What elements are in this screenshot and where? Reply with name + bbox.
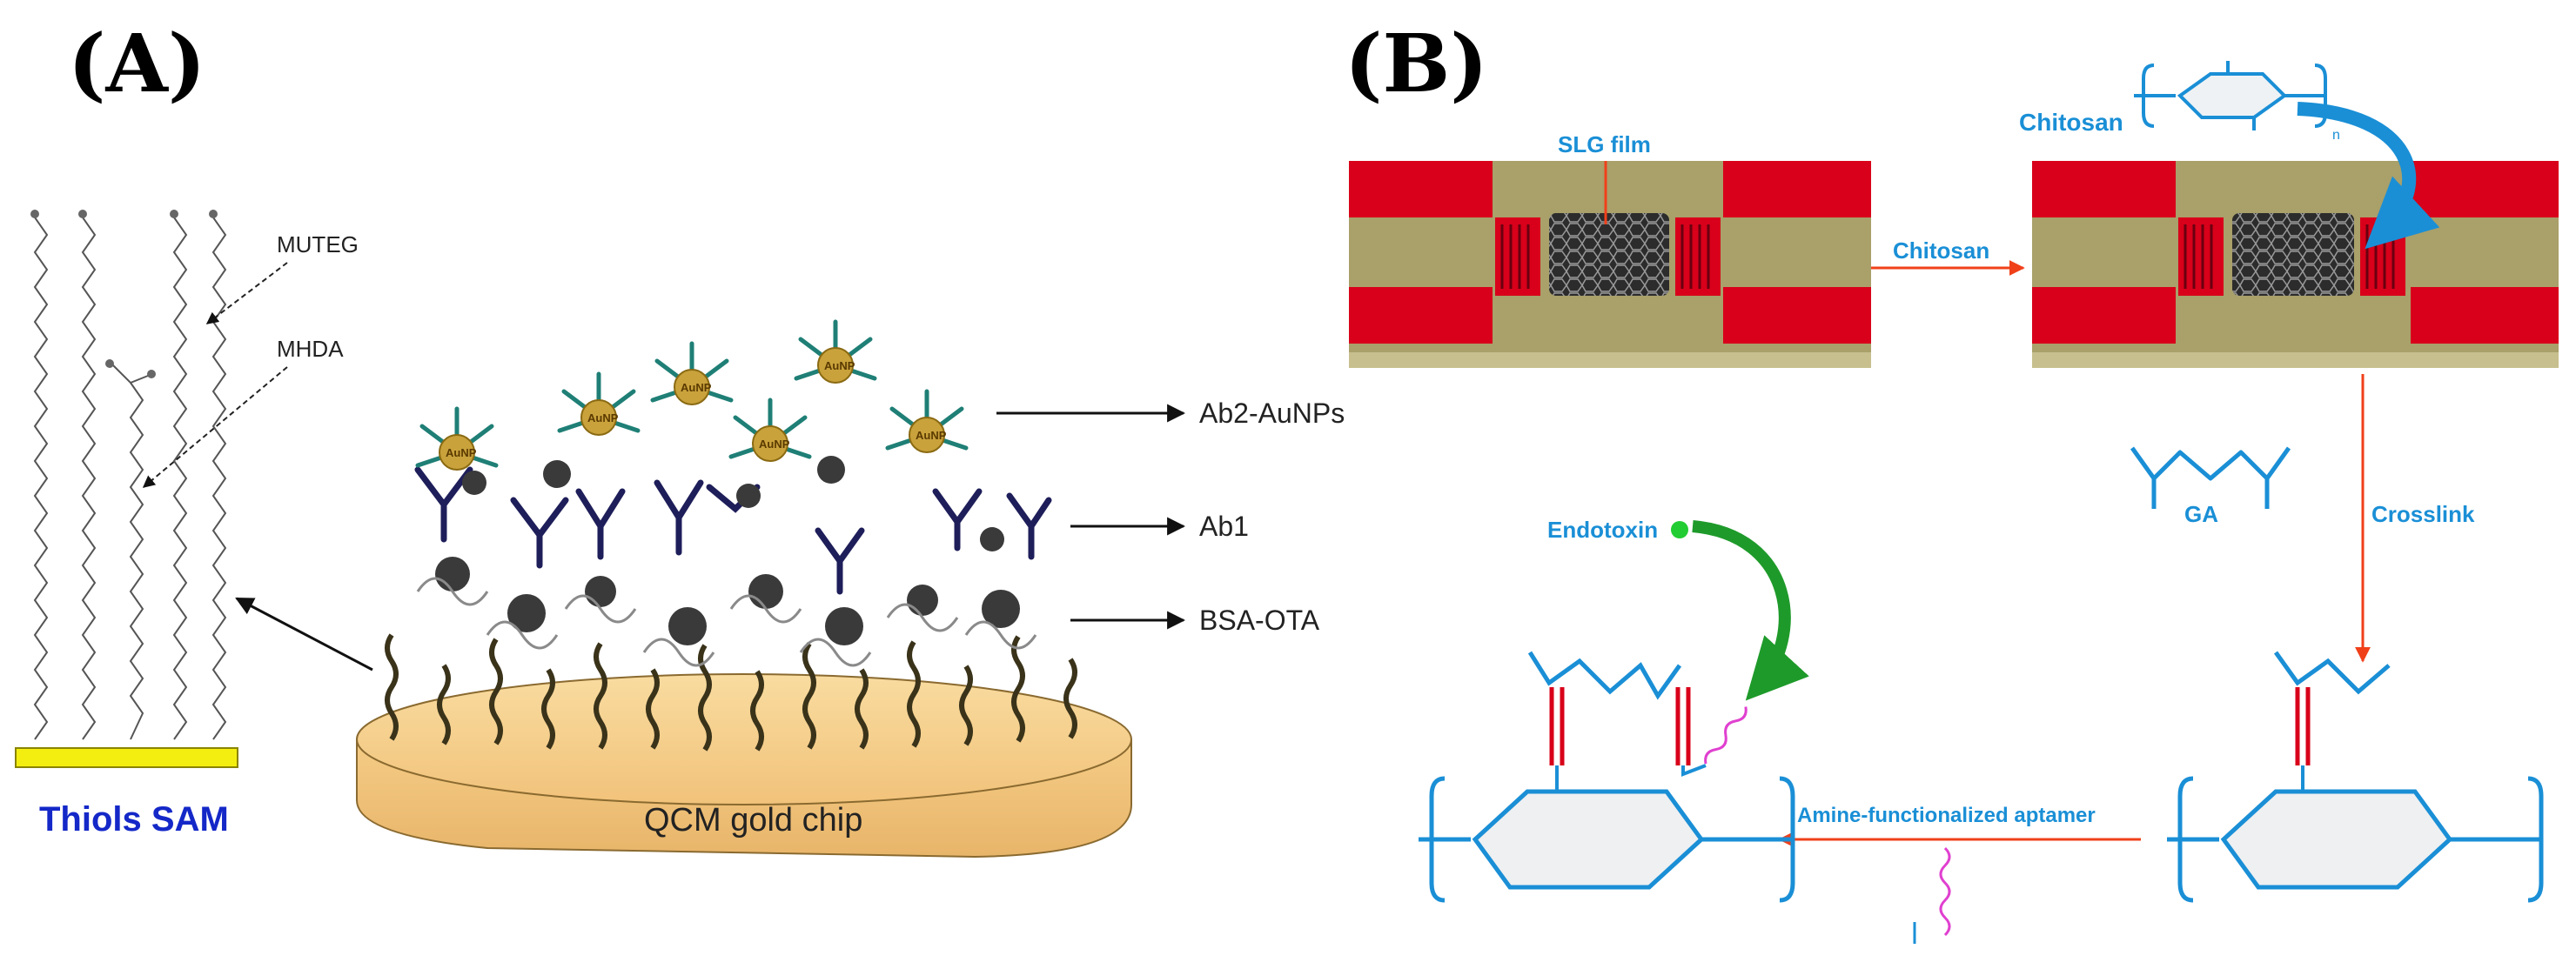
aunp-label-2: AuNP xyxy=(587,411,619,424)
chitosan-apply-arrow xyxy=(2297,102,2440,250)
panel-b-label: (B) xyxy=(1345,17,1488,110)
qcm-chip-label: QCM gold chip xyxy=(644,802,862,839)
qcm-gold-chip xyxy=(356,673,1132,859)
device-before xyxy=(1349,161,1871,368)
muteg-arrow xyxy=(205,262,288,324)
thiol-sam-chains xyxy=(33,217,227,740)
muteg-label: MUTEG xyxy=(277,231,359,257)
endotoxin-dot xyxy=(1671,521,1688,538)
chitosan-n: n xyxy=(2332,128,2340,143)
crosslinked-chitosan xyxy=(2167,651,2544,903)
ab1-callout-label: Ab1 xyxy=(1199,511,1249,542)
endotoxin-binding-arrow xyxy=(1692,520,1809,701)
ab1-antibodies xyxy=(414,466,1052,595)
step1-label: Chitosan xyxy=(1893,237,1989,264)
chitosan-monomer xyxy=(2134,61,2327,130)
bsa-callout-label: BSA-OTA xyxy=(1199,605,1320,636)
ga-molecule xyxy=(2130,446,2291,509)
aunp-label-4: AuNP xyxy=(824,359,855,372)
aptasensor-product xyxy=(1419,651,1795,903)
bsa-blobs xyxy=(416,557,1037,667)
aunp-label-1: AuNP xyxy=(446,446,477,459)
ab2-callout-label: Ab2-AuNPs xyxy=(1199,398,1345,429)
step2-label: Crosslink xyxy=(2371,501,2475,527)
slg-film-label: SLG film xyxy=(1558,131,1651,157)
free-aptamer xyxy=(1939,846,1951,937)
sam-oh-heads xyxy=(30,210,218,378)
device-after-chitosan xyxy=(2032,161,2559,368)
mhda-arrow xyxy=(142,366,288,488)
aunp-label-5: AuNP xyxy=(759,438,790,451)
sam-zoom-arrow xyxy=(235,597,373,672)
mhda-label: MHDA xyxy=(277,336,344,362)
endotoxin-label: Endotoxin xyxy=(1547,517,1658,543)
gold-substrate-bar xyxy=(15,747,238,768)
ab2-aunp-conjugates: AuNP AuNP AuNP AuNP AuNP AuNP xyxy=(415,319,1004,551)
panel-a-label: (A) xyxy=(68,17,205,110)
step3-label: Amine-functionalized aptamer xyxy=(1797,804,2096,827)
chitosan-label: Chitosan xyxy=(2019,109,2123,136)
aunp-label-3: AuNP xyxy=(681,381,712,394)
ga-label: GA xyxy=(2184,501,2218,527)
ota-dots xyxy=(462,456,1004,551)
aunp-label-6: AuNP xyxy=(916,429,947,442)
thiols-sam-label: Thiols SAM xyxy=(39,800,229,839)
